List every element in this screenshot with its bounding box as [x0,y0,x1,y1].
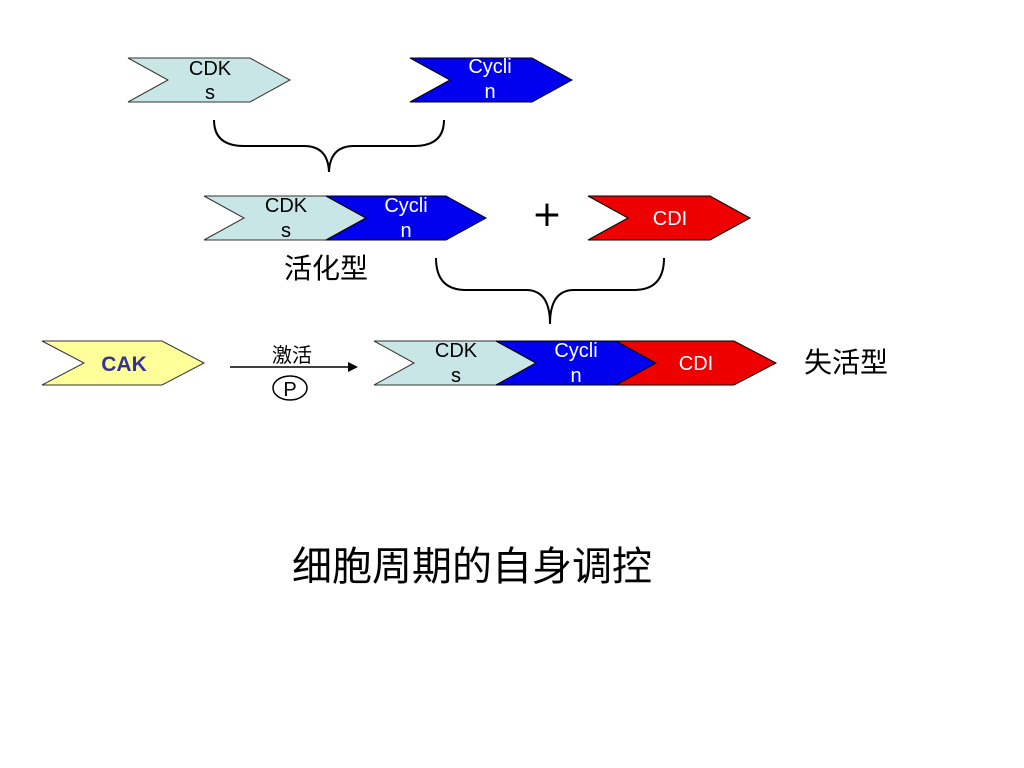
cyclin-bottom-label-line2: n [570,365,581,387]
cyclin-mid-label-line2: n [400,220,411,242]
cdks-bottom-label-line2: s [451,365,461,387]
cyclin-mid-label-line1: Cycli [384,195,427,217]
cdks-bottom-label-line1: CDK [435,340,478,362]
cdi-bottom-label: CDI [679,353,713,375]
cdks-top-label-line2: s [205,82,215,104]
brace-bottom [435,257,665,325]
cdi-mid-label: CDI [653,208,687,230]
cak-chevron: CAK [41,340,206,386]
plus-sign: + [532,194,562,235]
slide-title: 细胞周期的自身调控 [292,544,652,590]
brace-top [213,119,445,173]
inactive-form-label: 失活型 [804,346,888,379]
active-form-label: 活化型 [284,252,368,285]
cdi-chevron-mid: CDI [587,195,752,241]
cdks-mid-label-line2: s [281,220,291,242]
cak-label: CAK [101,353,147,376]
cyclin-bottom-label-line1: Cycli [554,340,597,362]
cyclin-chevron-top: Cycli n [409,56,574,103]
phosphate-label: P [283,379,296,401]
cdks-mid-label-line1: CDK [265,195,308,217]
cyclin-chevron-mid: Cycli n [325,195,488,242]
cdi-chevron-bottom [615,340,778,386]
cdks-chevron-top: CDK s [127,57,292,104]
phosphate-circle: P [272,375,308,401]
activation-label: 激活 [272,343,312,367]
activation-arrow-head [348,362,358,372]
cdks-top-label-line1: CDK [189,58,232,80]
cyclin-top-label-line1: Cycli [468,56,511,78]
cyclin-top-label-line2: n [484,81,495,103]
